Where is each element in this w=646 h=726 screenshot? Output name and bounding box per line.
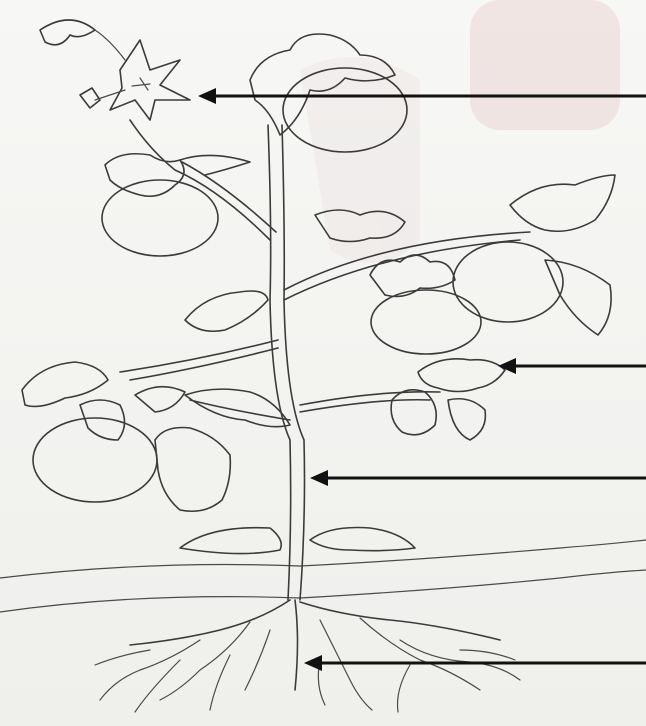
ground-lines: [0, 540, 646, 612]
watermark: [300, 0, 620, 263]
flower-cluster: [40, 20, 190, 120]
main-stem: [268, 125, 305, 600]
tomatoes: [33, 68, 563, 502]
leaf-arrow: [498, 358, 646, 374]
stem-arrow: [310, 470, 646, 486]
root-arrow: [304, 655, 646, 671]
roots: [95, 600, 520, 712]
